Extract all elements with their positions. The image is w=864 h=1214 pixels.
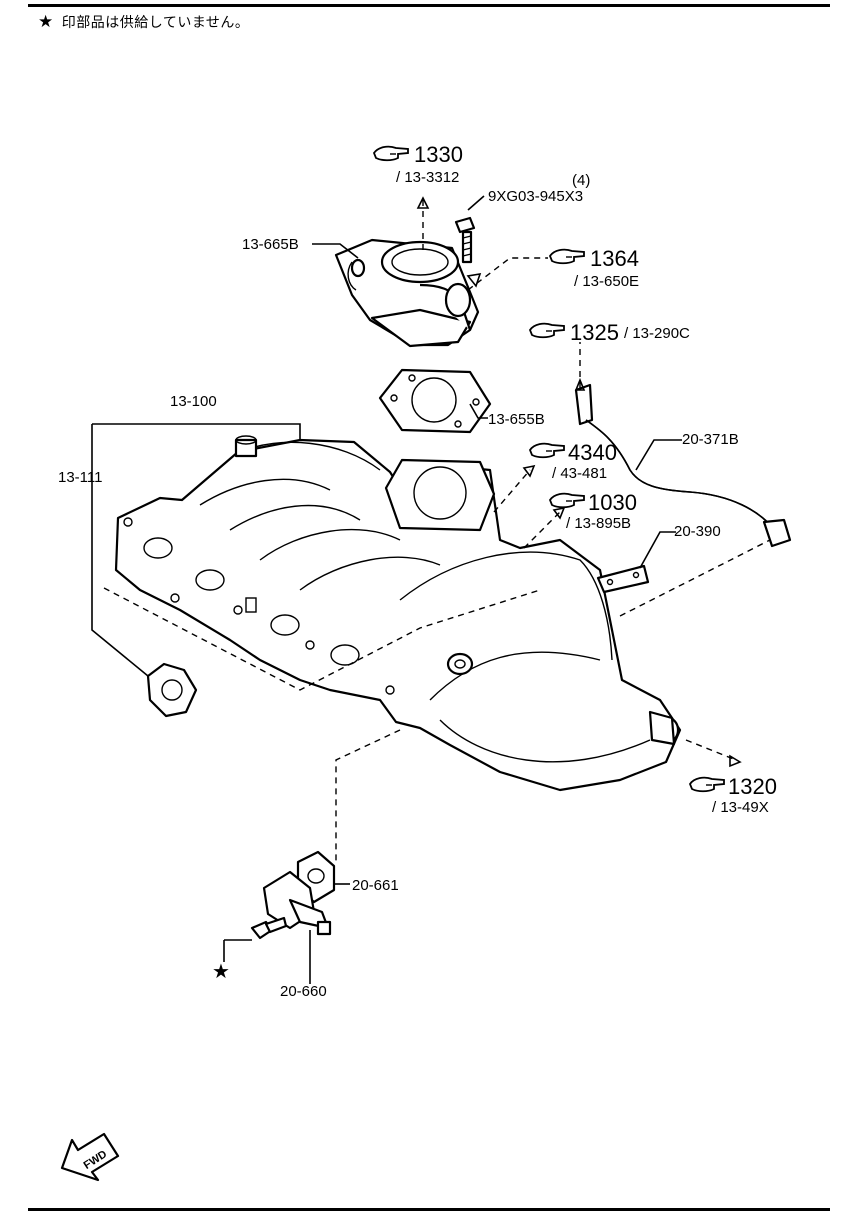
ref-fig: 1325 [570, 320, 619, 345]
solenoid-valve [250, 850, 336, 940]
ref-code: / 13-3312 [396, 169, 459, 186]
ref-1030[interactable]: 1030 / 13-895B [549, 490, 637, 532]
label-20-371B: 20-371B [682, 431, 739, 448]
ref-code: / 13-895B [566, 515, 631, 532]
ref-code: / 13-49X [712, 799, 769, 816]
supply-note: ★ 印部品は供給していません。 [38, 12, 249, 32]
ref-fig: 1330 [414, 142, 463, 167]
pointing-hand-icon [549, 248, 585, 265]
pointing-hand-icon [529, 442, 565, 459]
ref-fig: 4340 [568, 440, 617, 465]
ref-1364[interactable]: 1364 / 13-650E [549, 246, 639, 290]
bracket [596, 564, 650, 594]
label-20-390: 20-390 [674, 523, 721, 540]
pointing-hand-icon [373, 145, 409, 162]
supply-note-text: 印部品は供給していません。 [61, 14, 250, 30]
top-rule [28, 4, 830, 7]
intake-manifold [114, 435, 682, 792]
ref-fig: 1320 [728, 774, 777, 799]
label-13-100: 13-100 [170, 393, 217, 410]
ref-4340[interactable]: 4340 / 43-481 [529, 440, 617, 482]
label-13-111: 13-111 [58, 469, 102, 486]
ref-fig: 1030 [588, 490, 637, 515]
star-icon: ★ [38, 12, 54, 31]
pointing-hand-icon [549, 492, 585, 509]
pointing-hand-icon [529, 322, 565, 339]
ref-fig: 1364 [590, 246, 639, 271]
ref-1330[interactable]: 1330 / 13-3312 [373, 142, 463, 186]
ref-code: / 13-290C [624, 325, 690, 342]
label-13-665B: 13-665B [242, 236, 299, 253]
label-13-655B: 13-655B [488, 411, 545, 428]
gasket [378, 368, 492, 434]
ref-code: / 43-481 [552, 465, 607, 482]
fwd-arrow-icon: FWD [60, 1132, 120, 1182]
qty-label: (4) [572, 172, 590, 189]
star-marker: ★ [212, 961, 230, 983]
ref-code: / 13-650E [574, 273, 639, 290]
bottom-rule [28, 1208, 830, 1211]
bolt [454, 216, 476, 264]
ref-1325[interactable]: 1325 / 13-290C [529, 320, 690, 345]
label-20-660: 20-660 [280, 983, 327, 1000]
manifold-gasket [146, 662, 198, 718]
throttle-body [334, 238, 480, 348]
label-9XG03-945X3: 9XG03-945X3 [488, 188, 583, 205]
label-20-661: 20-661 [352, 877, 399, 894]
ref-1320[interactable]: 1320 / 13-49X [689, 774, 777, 816]
pointing-hand-icon [689, 776, 725, 793]
vacuum-hose [574, 383, 792, 548]
